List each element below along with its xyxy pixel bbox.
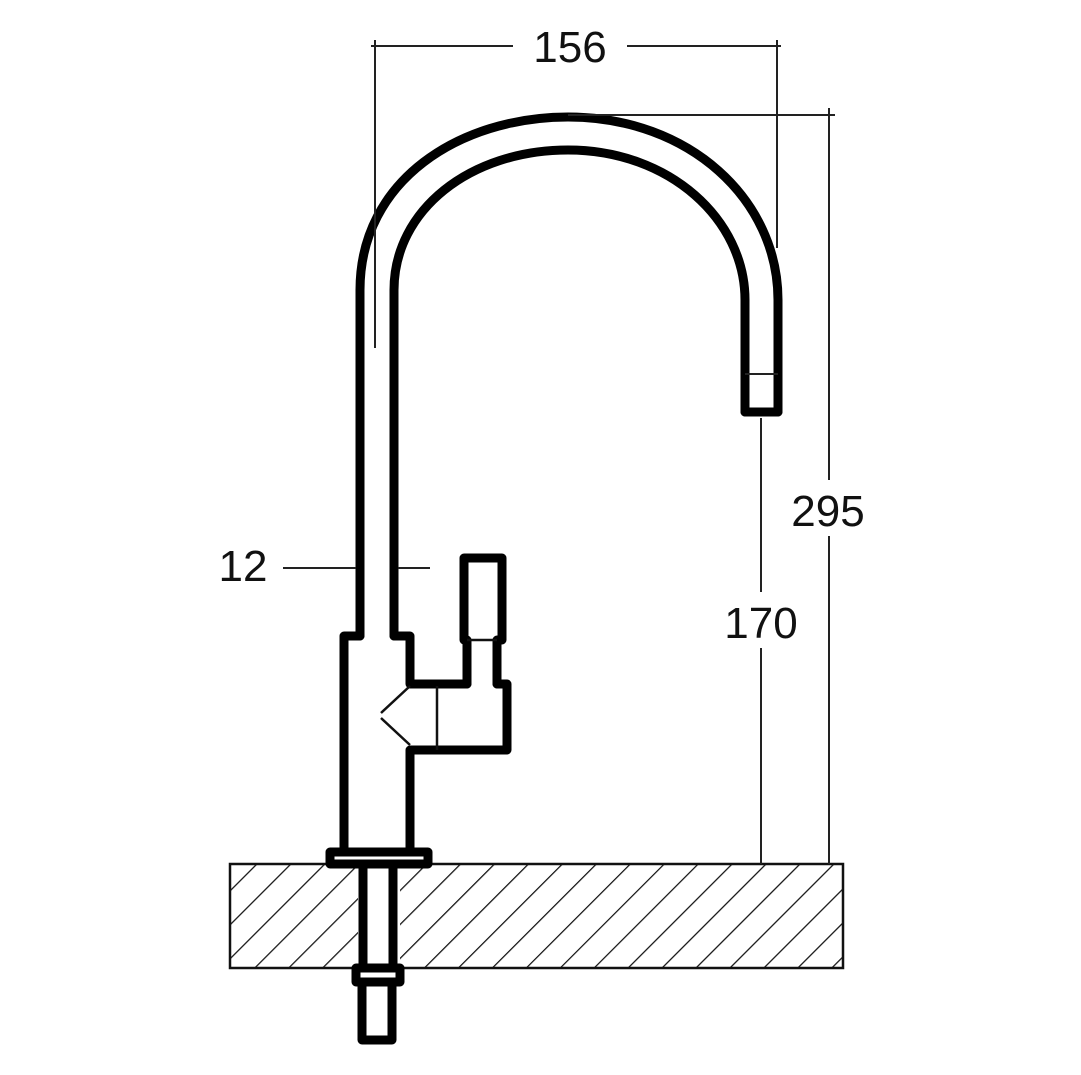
dimension-12: 12 xyxy=(219,542,430,591)
dim-label-12: 12 xyxy=(219,542,268,591)
dimension-156: 156 xyxy=(371,23,781,348)
dim-label-156: 156 xyxy=(533,23,606,72)
dim-label-170: 170 xyxy=(724,599,797,648)
countertop-section xyxy=(228,862,845,970)
tap-body xyxy=(325,112,783,1045)
lock-nut xyxy=(351,963,405,987)
spout-inner xyxy=(389,145,750,641)
dim-label-295: 295 xyxy=(791,487,864,536)
dimension-295: 295 xyxy=(568,108,865,864)
lever-handle xyxy=(459,553,507,689)
dimension-170: 170 xyxy=(724,418,798,864)
tap-main-body xyxy=(339,631,512,857)
mounting-shank xyxy=(358,859,398,973)
spout-outer xyxy=(355,112,783,641)
supply-pipe xyxy=(357,977,397,1045)
base-flange xyxy=(325,847,433,869)
